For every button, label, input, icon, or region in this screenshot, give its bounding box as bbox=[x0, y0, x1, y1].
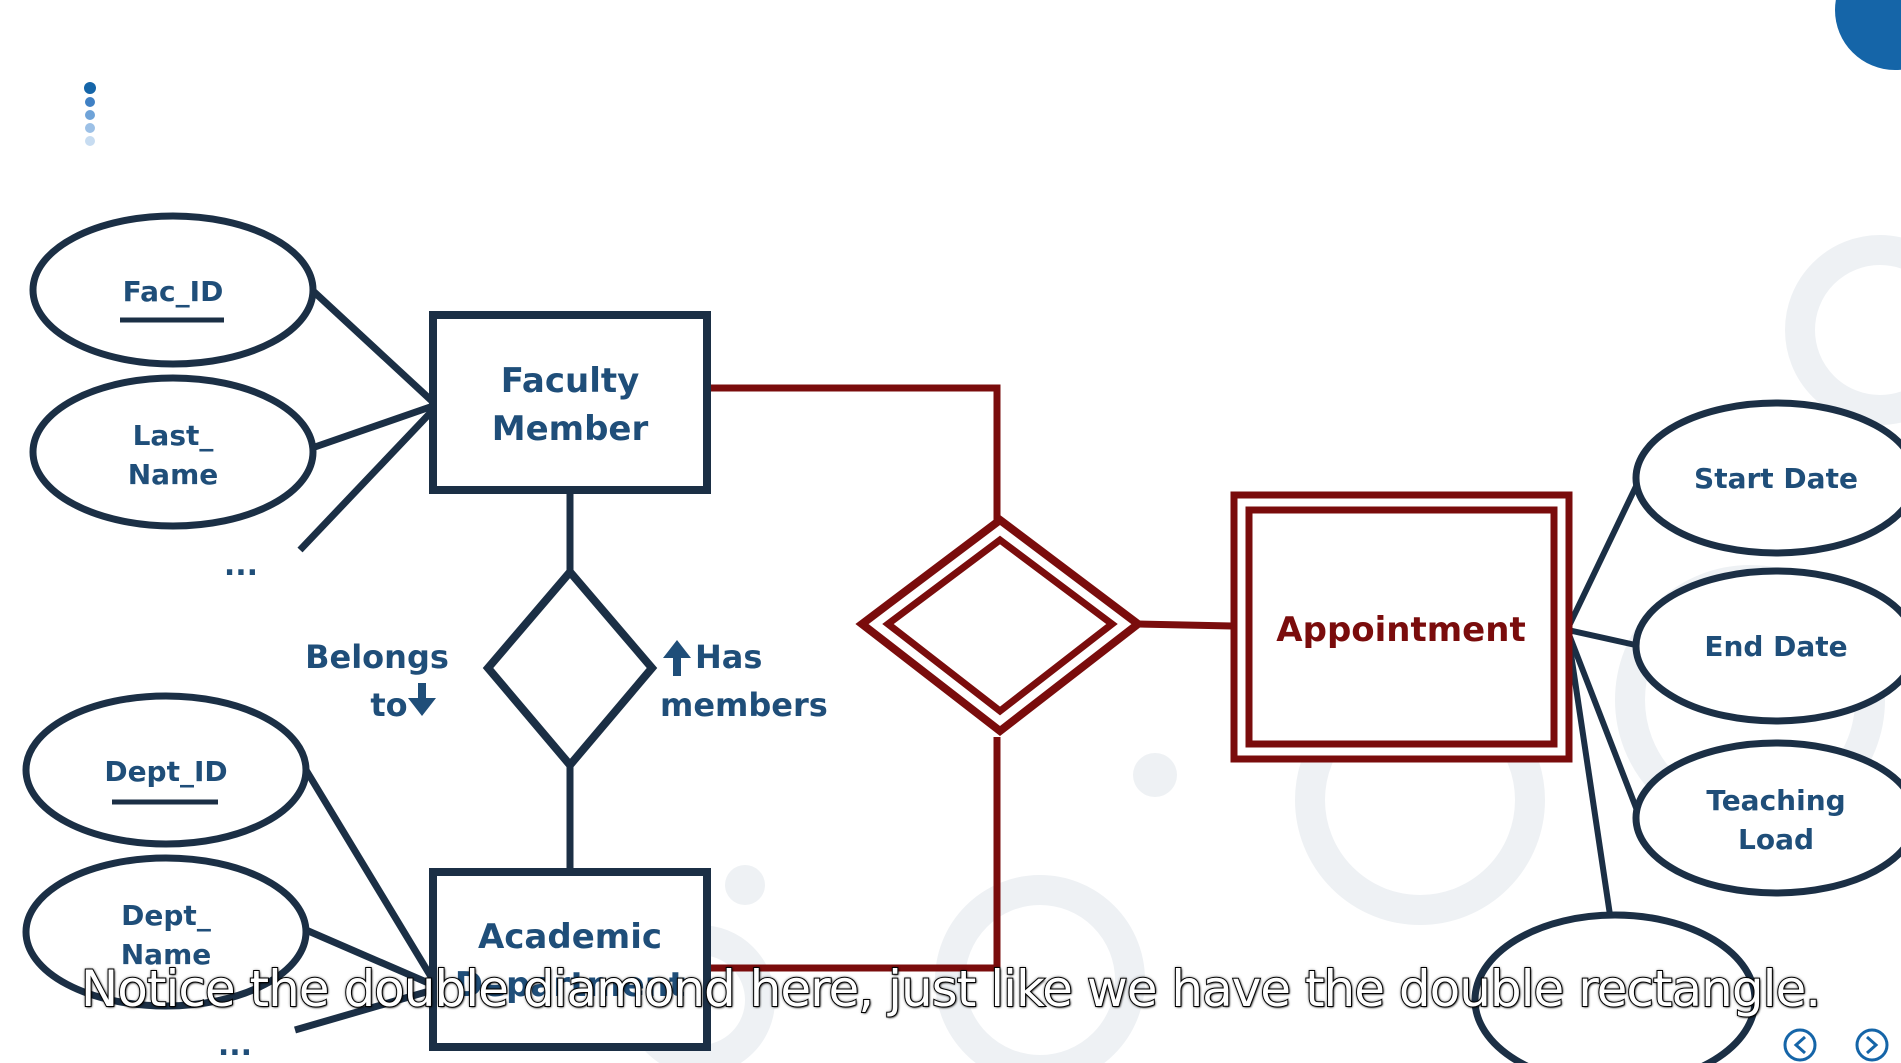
label-belongs-to: Belongs to bbox=[305, 638, 449, 724]
video-subtitle: Notice the double diamond here, just lik… bbox=[80, 959, 1822, 1019]
attr-end-date-label: End Date bbox=[1704, 630, 1847, 663]
entity-faculty-member: Faculty Member bbox=[429, 311, 711, 494]
attr-teaching-load-line2: Load bbox=[1738, 823, 1814, 856]
attribute-start-date: Start Date bbox=[1632, 399, 1901, 557]
entity-academic-department: Academic Department bbox=[429, 868, 711, 1051]
attr-start-date-label: Start Date bbox=[1694, 462, 1858, 495]
ellipsis-top: ... bbox=[224, 548, 258, 583]
maroon-connectors bbox=[707, 384, 1233, 972]
belongs-to-line2: to bbox=[370, 686, 407, 724]
bg-dot bbox=[1133, 753, 1177, 797]
weak-entity-appointment: Appointment bbox=[1230, 491, 1573, 763]
faculty-member-line1: Faculty bbox=[501, 361, 640, 401]
label-has-members: Has members bbox=[660, 638, 828, 724]
attr-dept-name-line1: Dept_ bbox=[121, 899, 211, 932]
attribute-partial-bottom-right bbox=[1471, 911, 1759, 1063]
attr-dept-name-line2: Name bbox=[121, 938, 212, 971]
attr-dept-id-label: Dept_ID bbox=[104, 755, 227, 788]
ellipsis-bottom: ... bbox=[218, 1028, 252, 1063]
corner-blue-circle bbox=[1835, 0, 1901, 70]
attr-last-name-line2: Name bbox=[128, 458, 219, 491]
right-connectors bbox=[1565, 476, 1643, 916]
arrow-up-icon bbox=[663, 640, 691, 676]
progress-dots-icon bbox=[84, 82, 96, 146]
academic-department-line1: Academic bbox=[478, 917, 662, 957]
attribute-end-date: End Date bbox=[1632, 567, 1901, 725]
attr-teaching-load-line1: Teaching bbox=[1706, 784, 1845, 817]
attribute-last-name: Last_ Name bbox=[29, 374, 317, 530]
attribute-fac-id: Fac_ID bbox=[29, 212, 317, 368]
has-members-line2: members bbox=[660, 686, 828, 724]
next-slide-icon[interactable] bbox=[1855, 1028, 1889, 1062]
attribute-dept-name: Dept_ Name bbox=[22, 854, 310, 1010]
attr-fac-id-label: Fac_ID bbox=[123, 275, 224, 308]
faculty-member-line2: Member bbox=[492, 409, 649, 449]
belongs-to-line1: Belongs bbox=[305, 638, 449, 676]
bg-dot bbox=[725, 865, 765, 905]
arrow-down-icon bbox=[408, 683, 436, 716]
relationship-diamond-belongs bbox=[482, 565, 658, 772]
attr-last-name-line1: Last_ bbox=[133, 419, 214, 452]
appointment-label: Appointment bbox=[1276, 610, 1525, 650]
has-members-line1: Has bbox=[695, 638, 762, 676]
attribute-dept-id: Dept_ID bbox=[22, 692, 310, 848]
prev-slide-icon[interactable] bbox=[1783, 1028, 1817, 1062]
navy-connectors bbox=[294, 287, 574, 1034]
identifying-relationship-double-diamond bbox=[855, 514, 1145, 737]
attribute-teaching-load: Teaching Load bbox=[1632, 739, 1901, 897]
academic-department-line2: Department bbox=[455, 965, 686, 1005]
